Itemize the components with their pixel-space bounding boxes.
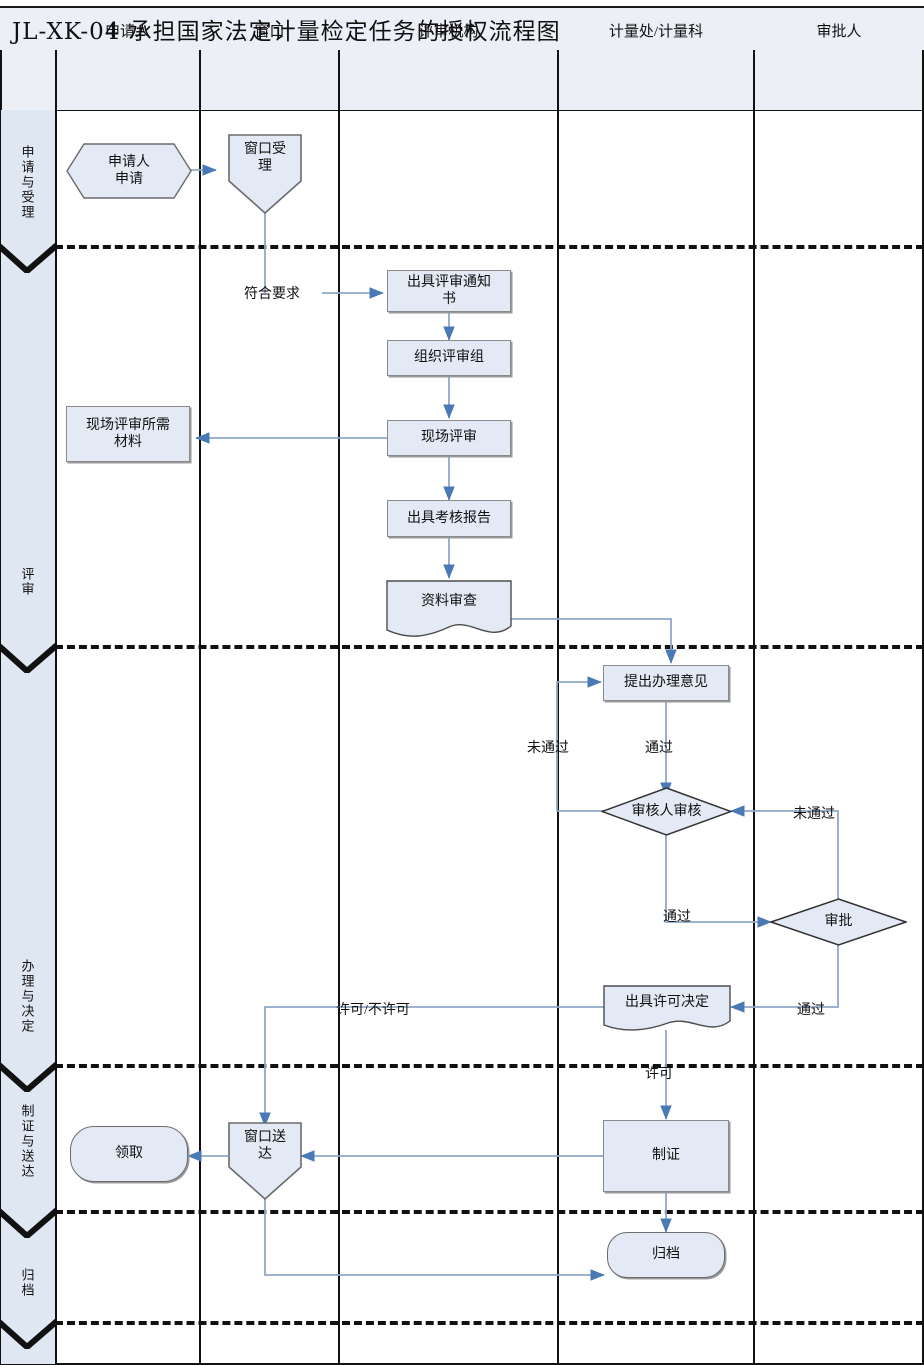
node-label-organize-review-team: 组织评审组 [414, 350, 484, 366]
node-window-accept[interactable]: 窗口受理 [228, 134, 302, 215]
node-propose-opinion[interactable]: 提出办理意见 [603, 665, 729, 701]
document-title-bar: JL-XK-04 承担国家法定计量检定任务的授权流程图 [0, 6, 924, 52]
edge-label-passed-3: 通过 [797, 1003, 825, 1018]
node-issue-review-notice[interactable]: 出具评审通知书 [387, 270, 511, 312]
node-label-collect: 领取 [115, 1146, 143, 1162]
edge-label-not-passed-2: 未通过 [793, 807, 835, 822]
phase-separator-2 [55, 645, 924, 649]
phase-separator-1 [55, 245, 924, 249]
node-label-data-check: 资料审查 [421, 594, 477, 610]
phase-chevron-2 [0, 643, 55, 673]
phase-label-review: 评审 [19, 567, 35, 597]
node-onsite-review[interactable]: 现场评审 [387, 420, 511, 456]
phase-separator-5 [55, 1321, 924, 1325]
node-data-check[interactable]: 资料审查 [386, 580, 512, 640]
edge-label-passed-1: 通过 [645, 741, 673, 756]
node-issue-license-decision[interactable]: 出具许可决定 [603, 985, 731, 1033]
node-label-onsite-review: 现场评审 [421, 430, 477, 446]
node-label-onsite-materials: 现场评审所需材料 [86, 417, 170, 451]
phase-chevron-3 [0, 1062, 55, 1092]
node-label-window-deliver: 窗口送达 [244, 1129, 286, 1163]
edge-label-meets-requirements: 符合要求 [244, 287, 300, 302]
page-title: JL-XK-04 承担国家法定计量检定任务的授权流程图 [12, 19, 561, 45]
phase-chevron-1 [0, 243, 55, 273]
node-label-issue-license-decision: 出具许可决定 [625, 995, 709, 1011]
column-header-approver: 审批人 [816, 23, 862, 40]
node-make-certificate[interactable]: 制证 [603, 1120, 729, 1192]
node-issue-assessment-report[interactable]: 出具考核报告 [387, 500, 511, 537]
edge-label-passed-2: 通过 [663, 910, 691, 925]
grid-border-bottom [0, 1363, 924, 1365]
column-header-applicant: 申请人 [104, 23, 150, 40]
phase-label-decision: 办理与决定 [19, 958, 35, 1034]
phase-separator-4 [55, 1210, 924, 1214]
grid-divider-1 [199, 50, 201, 1364]
node-label-reviewer-check: 审核人审核 [631, 803, 702, 819]
grid-border-right [922, 50, 924, 1364]
grid-divider-4 [753, 50, 755, 1364]
phase-chevron-4 [0, 1208, 55, 1238]
node-onsite-materials[interactable]: 现场评审所需材料 [66, 406, 190, 462]
node-label-window-accept: 窗口受理 [244, 141, 286, 175]
column-header-metrology-dept: 计量处/计量科 [608, 23, 704, 40]
grid-divider-2 [338, 50, 340, 1364]
phase-label-accept: 申请与受理 [19, 145, 35, 220]
node-label-propose-opinion: 提出办理意见 [624, 675, 708, 691]
node-approval[interactable]: 审批 [768, 898, 909, 946]
edge-label-permit-or-not: 许可/不许可 [336, 1003, 410, 1018]
node-organize-review-team[interactable]: 组织评审组 [387, 340, 511, 376]
column-header-window: 窗口 [254, 23, 285, 40]
column-header-review-org: 评审机构 [418, 23, 479, 40]
grid-divider-0 [55, 50, 57, 1364]
node-applicant-apply[interactable]: 申请人申请 [66, 143, 192, 199]
phase-label-issue: 制证与送达 [19, 1104, 35, 1179]
node-label-issue-review-notice: 出具评审通知书 [407, 274, 491, 308]
node-label-archive: 归档 [652, 1247, 680, 1263]
swimlane-header-row [0, 50, 924, 111]
edge-label-permit: 许可 [645, 1067, 673, 1082]
phase-label-archive: 归档 [19, 1268, 35, 1298]
edge-label-not-passed-1: 未通过 [527, 741, 569, 756]
phase-chevron-5 [0, 1319, 55, 1349]
node-label-issue-assessment-report: 出具考核报告 [407, 510, 491, 526]
grid-border-left [0, 50, 2, 1364]
node-label-make-certificate: 制证 [652, 1148, 680, 1164]
node-window-deliver[interactable]: 窗口送达 [228, 1122, 302, 1201]
node-label-approval: 审批 [824, 914, 853, 930]
node-reviewer-check[interactable]: 审核人审核 [599, 787, 734, 836]
phase-separator-3 [55, 1064, 924, 1068]
node-collect[interactable]: 领取 [70, 1126, 188, 1182]
node-archive[interactable]: 归档 [607, 1232, 725, 1278]
node-label-applicant-apply: 申请人申请 [108, 154, 150, 188]
phase-column [1, 110, 55, 1364]
